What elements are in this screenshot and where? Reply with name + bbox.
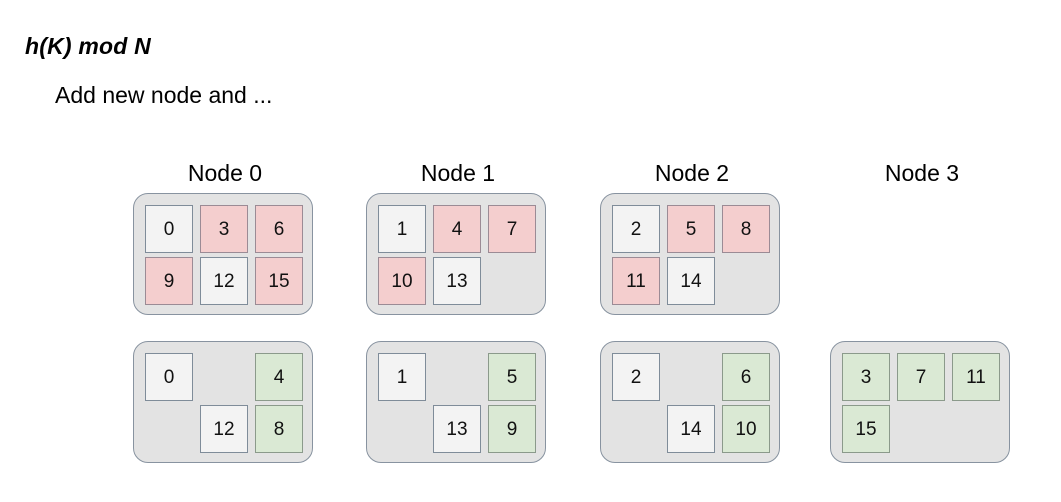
- key-cell: 12: [200, 405, 248, 453]
- key-cell: 6: [255, 205, 303, 253]
- node-label-1: Node 1: [420, 160, 496, 186]
- node-label-0: Node 0: [187, 160, 263, 186]
- page-title: h(K) mod N: [25, 33, 151, 60]
- key-cell: 10: [378, 257, 426, 305]
- key-cell: 4: [433, 205, 481, 253]
- key-cell-empty: [722, 257, 770, 305]
- key-cell: 0: [145, 353, 193, 401]
- key-cell-empty: [897, 405, 945, 453]
- key-cell-empty: [433, 353, 481, 401]
- key-cell: 3: [200, 205, 248, 253]
- key-cell: 15: [255, 257, 303, 305]
- key-cell-empty: [378, 405, 426, 453]
- key-cell-empty: [145, 405, 193, 453]
- key-cell: 6: [722, 353, 770, 401]
- key-cell: 13: [433, 257, 481, 305]
- key-cell: 14: [667, 257, 715, 305]
- key-cell: 2: [612, 353, 660, 401]
- key-cell: 3: [842, 353, 890, 401]
- key-cell: 7: [488, 205, 536, 253]
- key-cell: 15: [842, 405, 890, 453]
- key-cell: 1: [378, 205, 426, 253]
- key-cell: 5: [488, 353, 536, 401]
- key-cell: 9: [145, 257, 193, 305]
- key-cell: 12: [200, 257, 248, 305]
- key-cell: 1: [378, 353, 426, 401]
- key-cell: 11: [612, 257, 660, 305]
- key-cell-empty: [200, 353, 248, 401]
- key-cell: 11: [952, 353, 1000, 401]
- key-cell: 13: [433, 405, 481, 453]
- key-cell-empty: [488, 257, 536, 305]
- key-cell: 7: [897, 353, 945, 401]
- key-cell: 2: [612, 205, 660, 253]
- key-cell: 9: [488, 405, 536, 453]
- key-cell: 8: [722, 205, 770, 253]
- key-cell: 8: [255, 405, 303, 453]
- node-label-2: Node 2: [654, 160, 730, 186]
- key-cell-empty: [612, 405, 660, 453]
- key-cell-empty: [952, 405, 1000, 453]
- key-cell: 0: [145, 205, 193, 253]
- key-cell: 10: [722, 405, 770, 453]
- node-label-3: Node 3: [884, 160, 960, 186]
- key-cell-empty: [667, 353, 715, 401]
- key-cell: 4: [255, 353, 303, 401]
- key-cell: 14: [667, 405, 715, 453]
- page-subtitle: Add new node and ...: [55, 82, 273, 108]
- key-cell: 5: [667, 205, 715, 253]
